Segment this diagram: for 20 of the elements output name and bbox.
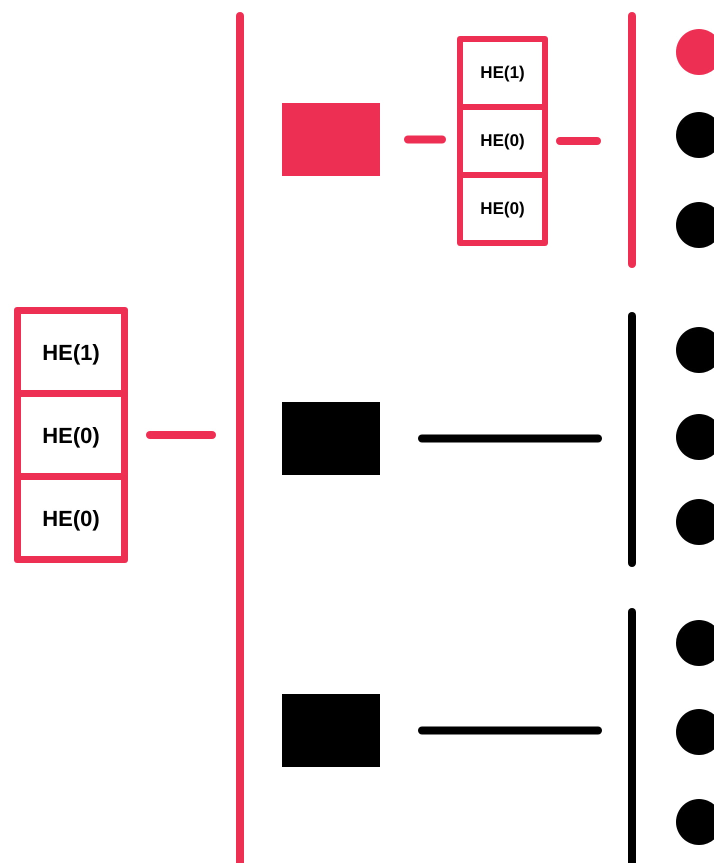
vertical-bar (628, 12, 636, 268)
square-block (282, 103, 380, 176)
vertical-bar (628, 312, 636, 567)
label-cell: HE(0) (21, 480, 121, 556)
connector-line (418, 726, 602, 734)
square-block (282, 694, 380, 767)
connector-line (146, 431, 216, 439)
connector-line (556, 137, 601, 145)
stack-frame (14, 307, 128, 563)
vertical-bar (236, 12, 244, 863)
vertical-bar (628, 608, 636, 863)
label-cell: HE(1) (463, 42, 542, 104)
connector-line (418, 434, 602, 442)
label-cell: HE(0) (21, 397, 121, 473)
label-cell: HE(0) (463, 110, 542, 172)
stack-frame (457, 36, 548, 246)
square-block (282, 402, 380, 475)
label-cell: HE(1) (21, 314, 121, 390)
label-cell: HE(0) (463, 178, 542, 240)
connector-line (404, 136, 446, 144)
